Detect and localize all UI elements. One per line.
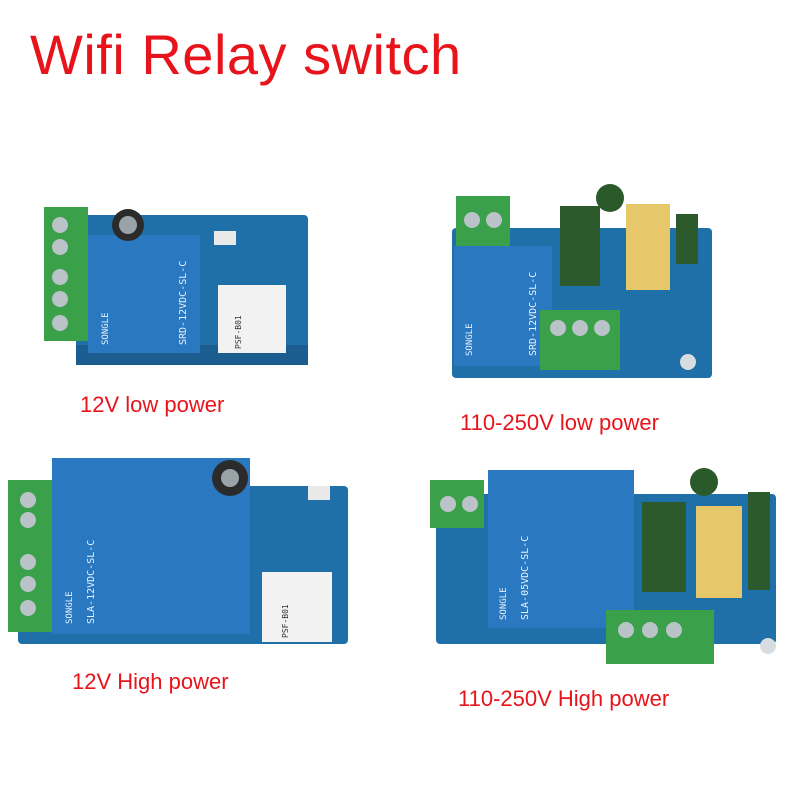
relay-brand: SONGLE: [465, 323, 475, 356]
push-button: [214, 231, 236, 245]
svg-text:PSF-B01: PSF-B01: [281, 604, 290, 638]
relay-label: SLA-12VDC-SL-C: [86, 540, 97, 624]
power-supply: [560, 184, 698, 290]
relay: SLA-05VDC-SL-C SONGLE: [488, 470, 634, 628]
terminal-block: [606, 610, 714, 664]
terminal-block: [44, 207, 88, 341]
terminal-block: [456, 196, 510, 246]
caption-110-250v-low-power: 110-250V low power: [460, 410, 659, 435]
relay-brand: SONGLE: [499, 587, 509, 620]
relay: SRD-12VDC-SL-C SONGLE: [454, 246, 552, 366]
caption-110-250v-high-power: 110-250V High power: [458, 686, 670, 711]
board-12v-low-power: SRD-12VDC-SL-C SONGLE PSF-B01: [44, 207, 308, 365]
relay-label: SRD-12VDC-SL-C: [528, 272, 539, 356]
push-button: [308, 486, 330, 500]
terminal-block: [8, 480, 54, 632]
caption-12v-high-power: 12V High power: [72, 669, 229, 694]
terminal-block: [540, 310, 620, 370]
caption-12v-low-power: 12V low power: [80, 392, 225, 417]
relay-brand: SONGLE: [65, 591, 75, 624]
board-12v-high-power: SLA-12VDC-SL-C SONGLE PSF-B01: [8, 458, 348, 644]
page-title: Wifi Relay switch: [30, 23, 462, 86]
mount-hole: [760, 638, 776, 654]
board-110-250v-high-power: SLA-05VDC-SL-C SONGLE: [430, 468, 776, 664]
wifi-module: PSF-B01: [218, 285, 286, 353]
relay-label: SLA-05VDC-SL-C: [520, 536, 531, 620]
mount-hole: [680, 354, 696, 370]
relay-brand: SONGLE: [101, 312, 111, 345]
wifi-module: PSF-B01: [262, 572, 332, 642]
relay: SRD-12VDC-SL-C SONGLE: [88, 235, 200, 353]
relay-label: SRD-12VDC-SL-C: [178, 261, 189, 345]
terminal-block: [430, 480, 484, 528]
board-110-250v-low-power: SRD-12VDC-SL-C SONGLE: [452, 184, 712, 378]
svg-text:PSF-B01: PSF-B01: [234, 315, 243, 349]
power-supply: [642, 468, 770, 598]
